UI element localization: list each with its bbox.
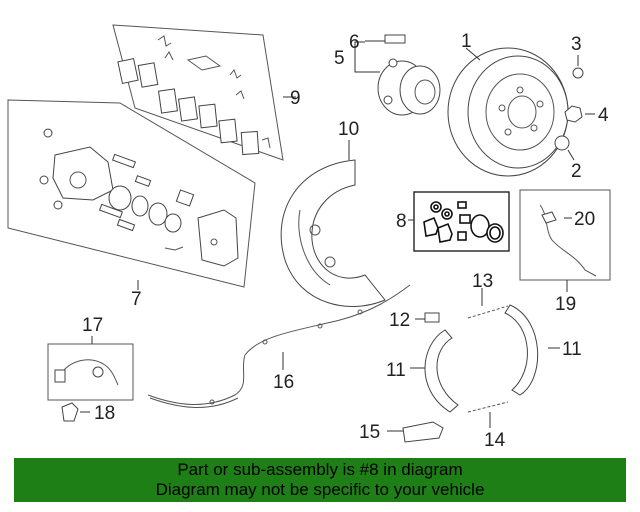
vehicle-fitment-banner: Part or sub-assembly is #8 in diagram Di… [14,458,626,502]
wheel-speed-sensor-group[interactable] [519,189,611,292]
callout-9[interactable]: 9 [290,88,301,109]
hub-assembly-group[interactable] [354,34,441,116]
callout-18[interactable]: 18 [94,403,115,424]
rotor-hardware-group[interactable] [554,55,595,161]
callout-19[interactable]: 19 [555,294,576,315]
callout-17[interactable]: 17 [82,315,103,336]
banner-line-2: Diagram may not be specific to your vehi… [155,480,485,499]
callout-6[interactable]: 6 [349,32,360,53]
disc-rotor-group[interactable] [447,47,569,177]
caliper-assembly-group[interactable] [7,99,256,290]
callout-8[interactable]: 8 [396,211,407,232]
callout-3[interactable]: 3 [571,34,582,55]
callout-10[interactable]: 10 [338,119,359,140]
brake-pad-kit-group[interactable] [112,24,296,161]
banner-line-1: Part or sub-assembly is #8 in diagram [177,460,463,479]
callout-14[interactable]: 14 [484,430,506,451]
callout-11-right[interactable]: 11 [562,339,582,360]
callout-11-left[interactable]: 11 [386,360,406,381]
parking-brake-shoe-group[interactable] [387,288,560,443]
callout-13[interactable]: 13 [472,271,493,292]
callout-12[interactable]: 12 [389,310,410,331]
callout-7[interactable]: 7 [131,289,142,310]
parking-brake-cable-group[interactable] [147,284,411,408]
callout-20[interactable]: 20 [574,209,595,230]
sensor-bracket-group[interactable] [47,336,134,422]
parts-diagram: 1 2 3 4 5 6 7 8 9 10 11 11 12 13 14 15 1… [7,24,611,451]
caliper-seal-kit-group[interactable] [408,191,510,252]
callout-15[interactable]: 15 [359,422,380,443]
callout-1[interactable]: 1 [461,31,472,52]
callout-4[interactable]: 4 [598,105,609,126]
callout-2[interactable]: 2 [571,161,582,182]
callout-16[interactable]: 16 [273,372,294,393]
callout-5[interactable]: 5 [334,48,345,69]
backing-plate-group[interactable] [280,140,386,307]
